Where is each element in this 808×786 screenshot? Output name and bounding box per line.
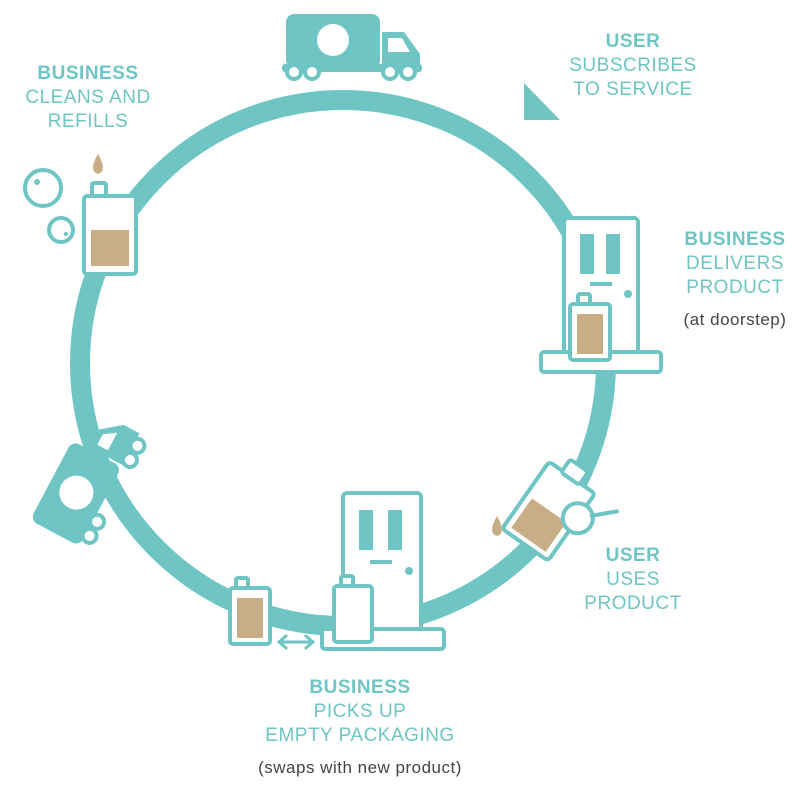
step-user-subscribes: USER SUBSCRIBES TO SERVICE (548, 30, 718, 102)
step-text: DELIVERS (686, 253, 784, 274)
step-text: PICKS UP (313, 701, 407, 722)
step-business-delivers: BUSINESS DELIVERS PRODUCT (at doorstep) (662, 228, 808, 332)
bottle-icon (82, 181, 138, 276)
bottle-icon (228, 576, 272, 646)
step-text: EMPTY PACKAGING (265, 725, 455, 746)
step-business-cleans: BUSINESS CLEANS AND REFILLS (8, 62, 168, 134)
role-label: BUSINESS (309, 677, 411, 698)
step-text: TO SERVICE (573, 79, 693, 100)
step-note: (at doorstep) (683, 310, 787, 329)
step-business-picks-up: BUSINESS PICKS UP EMPTY PACKAGING (swaps… (210, 676, 510, 780)
pouring-bottle-icon (501, 458, 619, 562)
swap-arrow-icon (276, 634, 316, 650)
step-text: USES (606, 569, 660, 590)
drop-icon (492, 516, 502, 536)
bubble-icon (47, 216, 75, 244)
step-text: PRODUCT (584, 593, 682, 614)
delivery-truck-icon (32, 424, 147, 545)
step-text: REFILLS (47, 111, 129, 132)
step-user-uses: USER USES PRODUCT (568, 544, 698, 616)
role-label: BUSINESS (684, 229, 786, 250)
step-text: CLEANS AND (25, 87, 151, 108)
step-text: PRODUCT (686, 277, 784, 298)
role-label: USER (605, 545, 661, 566)
arrow-head-icon (524, 83, 560, 120)
delivery-truck-icon (282, 14, 422, 81)
empty-bottle-icon (332, 574, 374, 644)
role-label: BUSINESS (37, 63, 139, 84)
drop-icon (93, 154, 103, 174)
bottle-icon (568, 292, 612, 362)
role-label: USER (605, 31, 661, 52)
step-text: SUBSCRIBES (569, 55, 697, 76)
bubble-icon (23, 168, 63, 208)
step-note: (swaps with new product) (258, 758, 462, 777)
